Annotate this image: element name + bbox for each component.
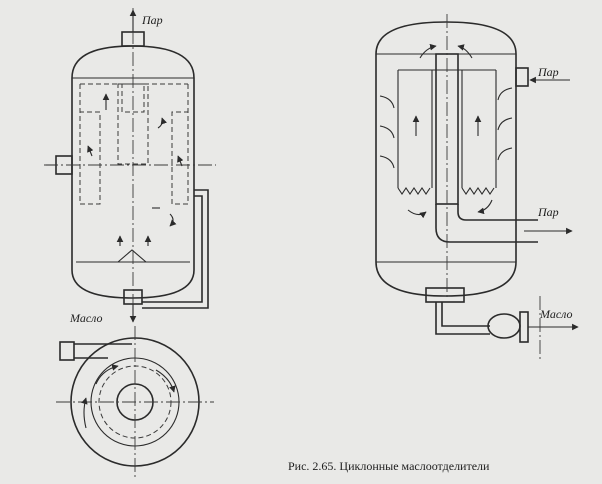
left-vessel-shell [71, 45, 195, 299]
left-flow-arrow-3 [87, 145, 94, 157]
right-oil-pipe-inner [441, 302, 490, 327]
right-oil-trap-body [487, 313, 521, 339]
left-flow-arrow-4 [177, 155, 184, 167]
right-vane-6 [497, 147, 513, 161]
plan-swirl-arrow-2 [155, 369, 176, 393]
left-oil-return-pipe [142, 189, 209, 309]
label-oil-out-left: Масло [69, 311, 103, 325]
right-oil-pipe-outer [435, 302, 490, 335]
right-flow-top-left [419, 43, 437, 59]
plan-swirl-arrow-3 [81, 397, 88, 429]
right-flow-top-right [457, 44, 473, 59]
right-vane-5 [497, 117, 513, 131]
right-flow-bottom-right [477, 199, 493, 215]
right-vane-3 [379, 155, 395, 169]
right-oil-drain-nozzle [425, 287, 465, 303]
right-vane-1 [379, 95, 395, 109]
label-oil-out-right: Масло [539, 307, 573, 321]
right-separator-section [375, 14, 579, 360]
left-separator-plan [56, 326, 214, 478]
label-steam-out-left: Пар [141, 13, 163, 27]
figure-caption: Рис. 2.65. Циклонные маслоотделители [288, 459, 490, 473]
left-flow-arrow-5 [169, 213, 177, 227]
label-steam-out-right: Пар [537, 205, 559, 219]
left-flow-arrow-2 [157, 117, 168, 129]
left-cone [117, 249, 147, 263]
plan-inlet-pipe [74, 343, 132, 359]
right-outlet-pipe-outer [435, 204, 538, 243]
right-steam-inlet-nozzle [515, 67, 529, 87]
right-vane-2 [379, 125, 395, 139]
left-oil-return-pipe-inner [142, 195, 203, 303]
right-flow-bottom-left [407, 209, 427, 219]
left-separator-section [44, 8, 216, 323]
right-oil-outlet-flange [519, 311, 529, 343]
right-serrated-edge-left [397, 187, 431, 195]
right-vane-4 [497, 87, 513, 101]
right-vessel-shell [375, 21, 517, 297]
left-cyclone-outer-wall [79, 84, 101, 205]
right-serrated-edge-right [461, 187, 495, 195]
left-cyclone-outer-wall-right [171, 84, 189, 205]
right-outlet-pipe-inner [457, 204, 538, 221]
plan-inlet-flange [59, 341, 75, 361]
label-steam-in-right: Пар [537, 65, 559, 79]
plan-swirl-arrow-1 [95, 364, 119, 385]
